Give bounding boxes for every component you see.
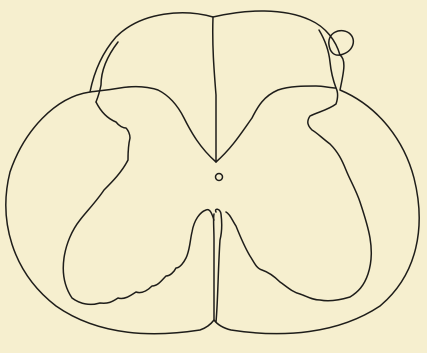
- spinal-cord-cross-section-drawing: [0, 0, 427, 353]
- spinal-cord-cross-section-figure: [0, 0, 427, 353]
